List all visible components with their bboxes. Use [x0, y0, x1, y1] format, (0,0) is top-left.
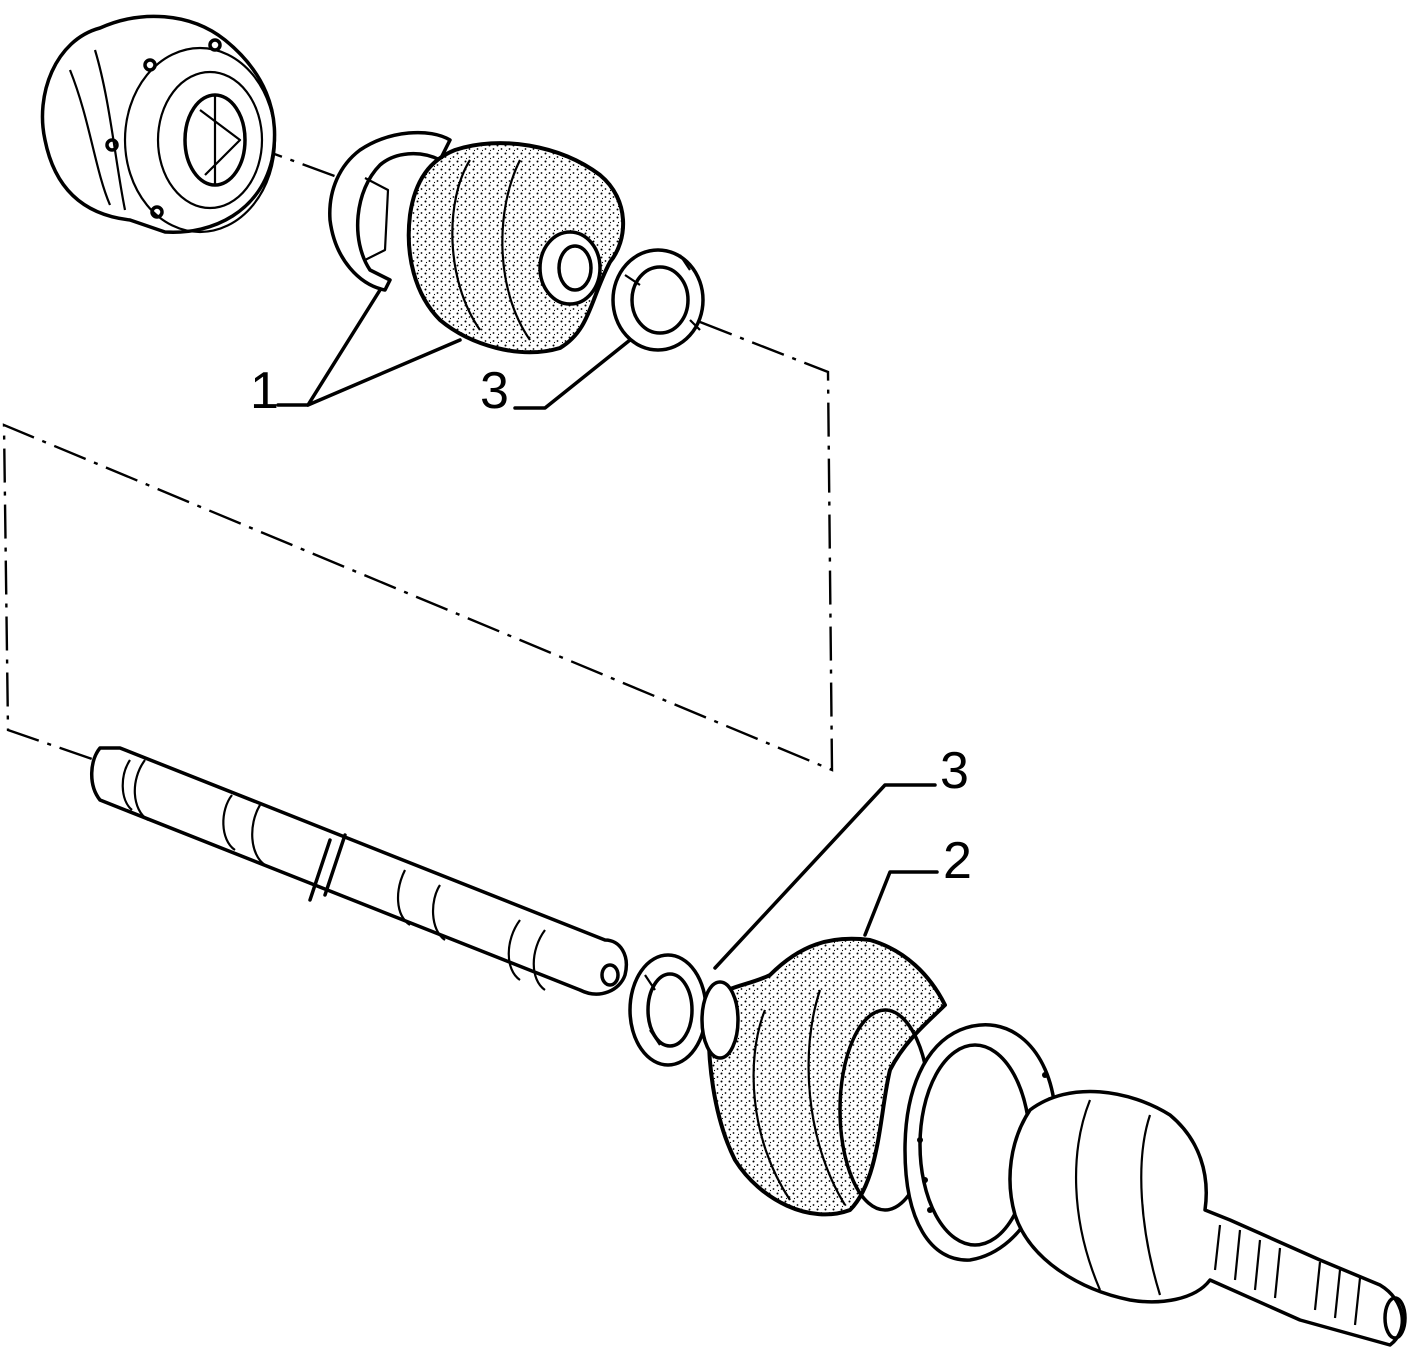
upper-boot-clamp: [328, 130, 452, 292]
inner-joint-housing: [40, 14, 277, 234]
leader-lines-upper: [276, 288, 632, 410]
upper-cv-boot: [406, 141, 626, 355]
callout-3-lower: 3: [940, 742, 969, 800]
callout-2: 2: [943, 832, 972, 890]
outer-cv-joint: [1008, 1089, 1407, 1347]
lower-small-clamp: [628, 953, 708, 1067]
upper-small-clamp: [611, 248, 705, 352]
callout-3-upper: 3: [480, 362, 509, 420]
axle-shaft: [90, 746, 628, 996]
lower-cv-boot: [700, 936, 947, 1217]
leader-lines-lower: [713, 783, 939, 970]
callout-1: 1: [250, 362, 279, 420]
